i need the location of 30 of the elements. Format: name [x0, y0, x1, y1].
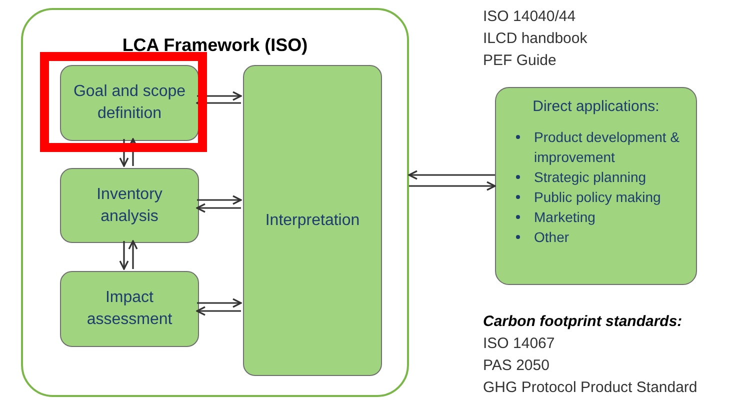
arrow	[197, 195, 242, 205]
arrow	[119, 139, 129, 167]
arrow	[197, 298, 242, 308]
arrow	[196, 306, 241, 316]
arrow	[128, 240, 138, 269]
arrow	[196, 203, 241, 213]
list-item: Product development & improvement	[534, 128, 681, 166]
standard-name: PAS 2050	[483, 356, 550, 376]
list-item: Strategic planning	[534, 168, 646, 186]
standard-name: PEF Guide	[483, 51, 558, 71]
list-item: Marketing	[534, 208, 596, 226]
process-box: Goal and scope definition	[60, 65, 199, 141]
framework-frame	[21, 8, 409, 397]
process-box: Impact assessment	[60, 271, 199, 347]
list-item: Other	[534, 228, 570, 246]
arrow	[408, 170, 495, 180]
application-box	[495, 87, 697, 285]
arrow	[128, 138, 138, 166]
standard-name: ISO 14067	[483, 334, 556, 354]
list-item: Public policy making	[534, 188, 661, 206]
frame-title: LCA Framework (ISO)	[121, 34, 309, 57]
process-box: Inventory analysis	[60, 168, 199, 243]
process-box: Interpretation	[243, 65, 382, 376]
standard-name: ISO 14040/44	[483, 7, 577, 27]
section-heading: Carbon footprint standards:	[483, 312, 684, 332]
standard-name: GHG Protocol Product Standard	[483, 378, 698, 398]
box-heading: Direct applications:	[532, 97, 660, 117]
arrow	[119, 241, 129, 270]
standard-name: ILCD handbook	[483, 29, 588, 49]
arrow	[409, 181, 496, 191]
